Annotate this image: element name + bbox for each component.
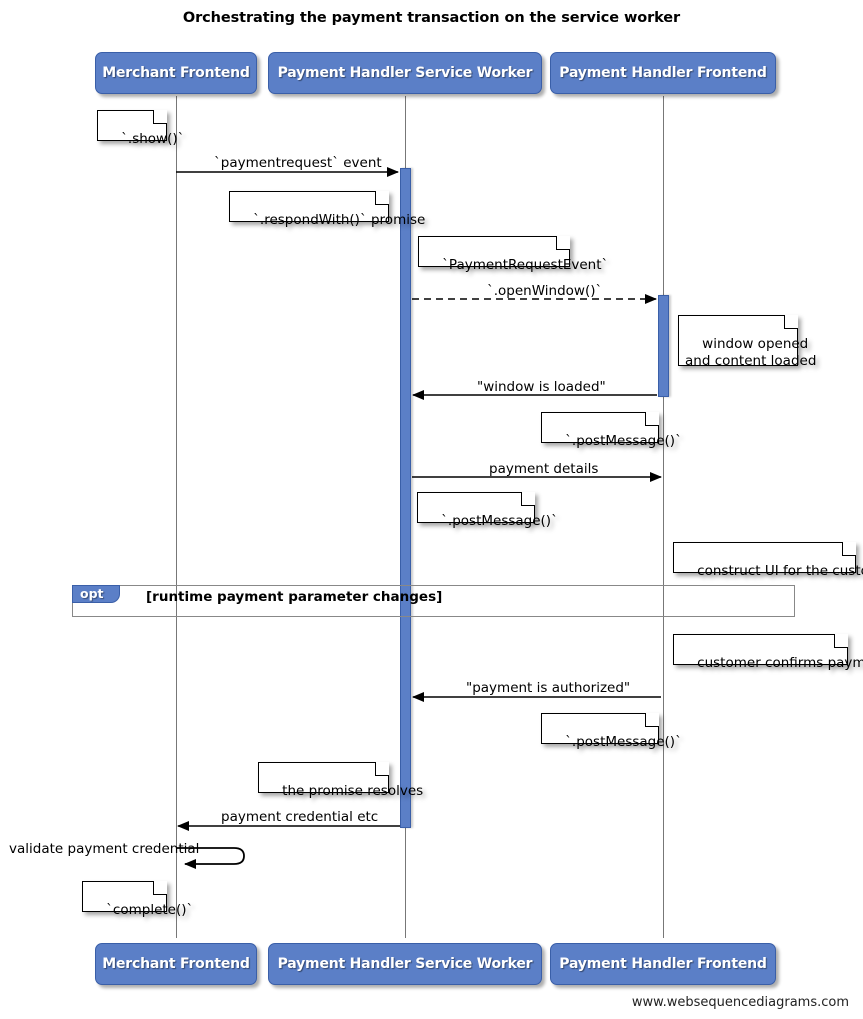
actor-merchant-frontend-bottom[interactable]: Merchant Frontend (95, 943, 257, 985)
note-paymentrequestevent: `PaymentRequestEvent` (418, 236, 608, 273)
note-complete: `complete()` (82, 881, 193, 918)
actor-label: Merchant Frontend (102, 65, 250, 81)
message-label-window-loaded: "window is loaded" (477, 379, 606, 395)
message-label-paymentrequest: `paymentrequest` event (214, 155, 382, 171)
note-text: `.postMessage()` (565, 733, 682, 750)
note-show: `.show()` (97, 110, 184, 147)
note-text: `PaymentRequestEvent` (442, 256, 609, 273)
note-text: `.show()` (121, 130, 185, 147)
page-title: Orchestrating the payment transaction on… (182, 10, 681, 26)
actor-label: Merchant Frontend (102, 956, 250, 972)
footer-url: www.websequencediagrams.com (631, 995, 849, 1010)
note-text: window opened and content loaded (685, 335, 817, 369)
message-label-payment-details: payment details (489, 461, 599, 477)
actor-payment-handler-frontend-top[interactable]: Payment Handler Frontend (550, 52, 776, 94)
message-label-payment-authorized: "payment is authorized" (466, 680, 631, 696)
note-text: the promise resolves (282, 782, 424, 799)
fragment-opt-tab: opt (72, 585, 120, 603)
actor-label: Payment Handler Service Worker (277, 956, 533, 972)
message-label-openwindow: `.openWindow()` (487, 283, 603, 299)
message-label-payment-credential: payment credential etc (221, 809, 379, 825)
note-text: construct UI for the customer (697, 562, 863, 579)
actor-label: Payment Handler Frontend (559, 65, 767, 81)
lifeline-payment-handler-frontend (663, 96, 664, 938)
note-text: `.postMessage()` (441, 512, 558, 529)
actor-merchant-frontend-top[interactable]: Merchant Frontend (95, 52, 257, 94)
fragment-kind-label: opt (80, 586, 104, 601)
note-text: customer confirms payment (697, 654, 863, 671)
message-label-validate-credential: validate payment credential (9, 841, 200, 857)
note-postmessage-3: `.postMessage()` (541, 713, 682, 750)
note-construct-ui: construct UI for the customer (673, 542, 863, 579)
note-customer-confirms: customer confirms payment (673, 634, 863, 671)
note-text: `.respondWith()` promise (253, 211, 426, 228)
actor-label: Payment Handler Service Worker (277, 65, 533, 81)
note-respondwith: `.respondWith()` promise (229, 191, 425, 228)
note-window-opened: window opened and content loaded (678, 315, 816, 369)
note-postmessage-1: `.postMessage()` (541, 412, 682, 449)
lifeline-merchant (176, 96, 177, 938)
actor-service-worker-top[interactable]: Payment Handler Service Worker (268, 52, 542, 94)
fragment-opt-condition: [runtime payment parameter changes] (146, 589, 443, 605)
note-postmessage-2: `.postMessage()` (417, 492, 558, 529)
activation-payment-handler-frontend (658, 295, 669, 397)
note-text: `.postMessage()` (565, 432, 682, 449)
actor-service-worker-bottom[interactable]: Payment Handler Service Worker (268, 943, 542, 985)
note-promise-resolves: the promise resolves (258, 762, 423, 799)
activation-service-worker (400, 168, 411, 828)
actor-label: Payment Handler Frontend (559, 956, 767, 972)
note-text: `complete()` (106, 901, 194, 918)
actor-payment-handler-frontend-bottom[interactable]: Payment Handler Frontend (550, 943, 776, 985)
